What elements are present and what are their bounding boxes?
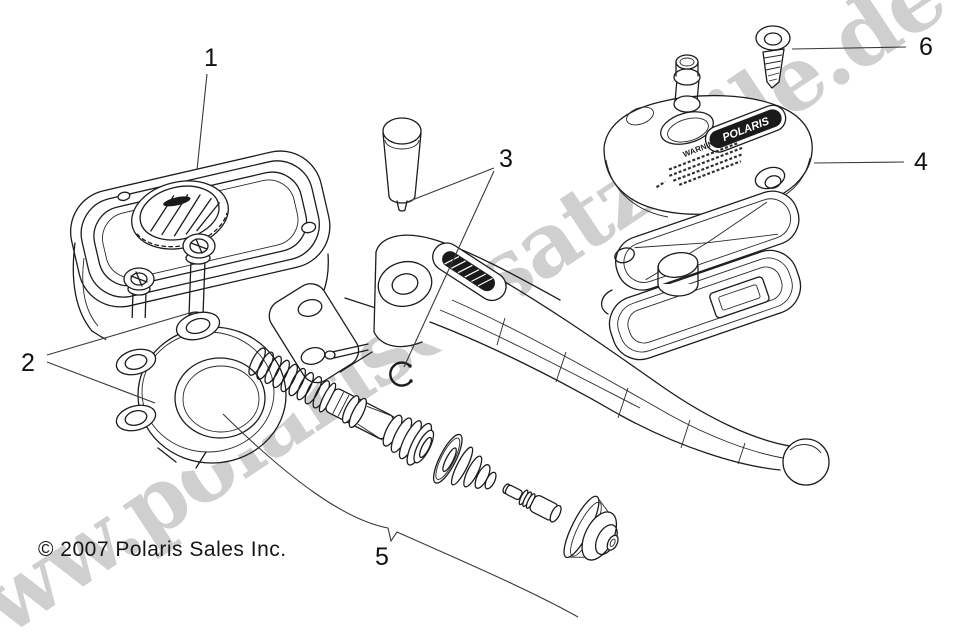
cap-emblem	[163, 196, 191, 207]
handlebar-clamp	[99, 283, 383, 472]
leader-5	[222, 413, 579, 618]
callout-2: 2	[21, 349, 35, 377]
leader-2b	[46, 361, 156, 404]
rim-hole	[301, 221, 317, 234]
dust-boot	[563, 495, 619, 561]
leader-4	[813, 161, 905, 164]
seal-plate-boss	[657, 252, 699, 297]
clamp-ear	[175, 311, 221, 341]
callout-4: 4	[914, 148, 928, 176]
leader-1	[196, 73, 208, 171]
clamp-ear	[115, 404, 157, 432]
lever-ball-end	[782, 438, 830, 486]
cover-screw	[755, 25, 791, 89]
lever-logo-patch	[432, 242, 507, 302]
clamp-ear	[115, 348, 157, 376]
reservoir-cover: POLARIS WARNING	[603, 54, 813, 218]
leader-lines	[46, 46, 907, 618]
copyright-text: © 2007 Polaris Sales Inc.	[38, 538, 287, 561]
snap-ring	[389, 361, 413, 387]
leader-6	[791, 46, 907, 50]
push-rod	[502, 483, 562, 523]
callout-1: 1	[204, 44, 218, 72]
leader-2a	[46, 311, 194, 356]
leader-3a	[406, 167, 495, 203]
master-piston	[318, 382, 435, 466]
reservoir-seal-plate	[601, 249, 802, 361]
callout-5: 5	[375, 543, 389, 571]
lever-pivot-boss	[377, 260, 433, 308]
seat-washer	[432, 433, 463, 484]
callout-3: 3	[499, 145, 513, 173]
piston-assembly	[248, 347, 619, 561]
callout-numbers: 1 2 3 4 5 6	[21, 33, 933, 571]
reservoir-cap	[131, 180, 229, 250]
callout-6: 6	[919, 33, 933, 61]
cover-warning-block: WARNING	[655, 137, 743, 189]
leader-3b	[403, 170, 495, 368]
screw-b	[123, 267, 155, 361]
brake-lever	[324, 233, 830, 486]
rim-hole	[117, 191, 131, 202]
